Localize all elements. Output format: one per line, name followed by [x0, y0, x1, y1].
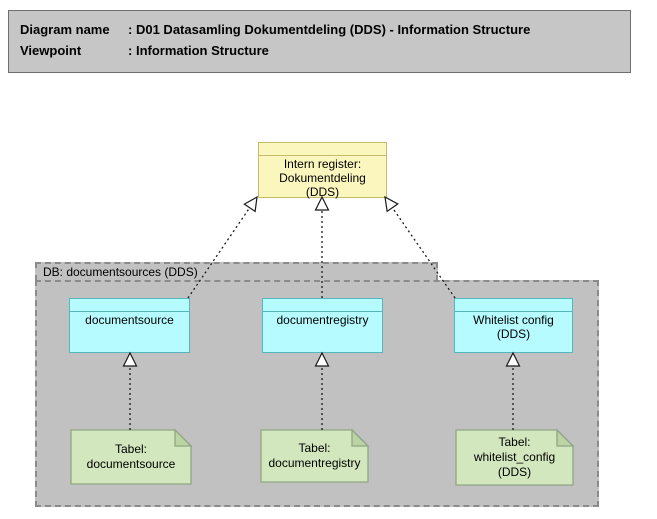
- group-db-documentsources-tab[interactable]: DB: documentsources (DDS): [35, 262, 438, 281]
- node-header-strip: [263, 299, 382, 312]
- group-db-documentsources-label: DB: documentsources (DDS): [43, 265, 198, 279]
- diagram-name-row: Diagram name: D01 Datasamling Dokumentde…: [20, 19, 624, 40]
- node-intern-register-label: Intern register: Dokumentdeling (DDS): [279, 157, 366, 199]
- note-fold-icon: [556, 428, 575, 447]
- diagram-name-value: D01 Datasamling Dokumentdeling (DDS) - I…: [135, 22, 531, 37]
- node-documentsource[interactable]: documentsource: [69, 298, 190, 353]
- note-fold-icon: [351, 428, 370, 447]
- node-documentregistry[interactable]: documentregistry: [262, 298, 383, 353]
- note-shape-tabel-documentsource[interactable]: [70, 428, 193, 485]
- node-whitelist-config[interactable]: Whitelist config (DDS): [454, 298, 573, 353]
- viewpoint-row: Viewpoint: Information Structure: [20, 40, 624, 61]
- viewpoint-label: Viewpoint: [20, 43, 82, 58]
- node-header-strip: [455, 299, 572, 312]
- viewpoint-value: Information Structure: [135, 43, 269, 58]
- viewpoint-separator: :: [128, 43, 133, 58]
- note-tabel-documentregistry-label: Tabel: documentregistry: [268, 441, 361, 470]
- diagram-name-separator: :: [128, 22, 133, 37]
- note-fold-icon: [174, 428, 193, 447]
- note-tabel-whitelist-config-label: Tabel: whitelist_config (DDS): [473, 435, 556, 479]
- node-whitelist-config-label: Whitelist config (DDS): [473, 313, 554, 341]
- diagram-name-label: Diagram name: [20, 22, 110, 37]
- node-documentsource-label: documentsource: [85, 313, 174, 327]
- note-tabel-documentsource-label: Tabel: documentsource: [86, 442, 176, 471]
- node-intern-register-dokumentdeling[interactable]: Intern register: Dokumentdeling (DDS): [258, 142, 387, 199]
- node-header-strip: [259, 143, 386, 156]
- node-documentregistry-label: documentregistry: [276, 313, 369, 327]
- node-header-strip: [70, 299, 189, 312]
- note-shape-tabel-whitelist-config[interactable]: [455, 428, 575, 486]
- diagram-title-block: Diagram name: D01 Datasamling Dokumentde…: [8, 10, 631, 73]
- note-shape-tabel-documentregistry[interactable]: [260, 428, 370, 483]
